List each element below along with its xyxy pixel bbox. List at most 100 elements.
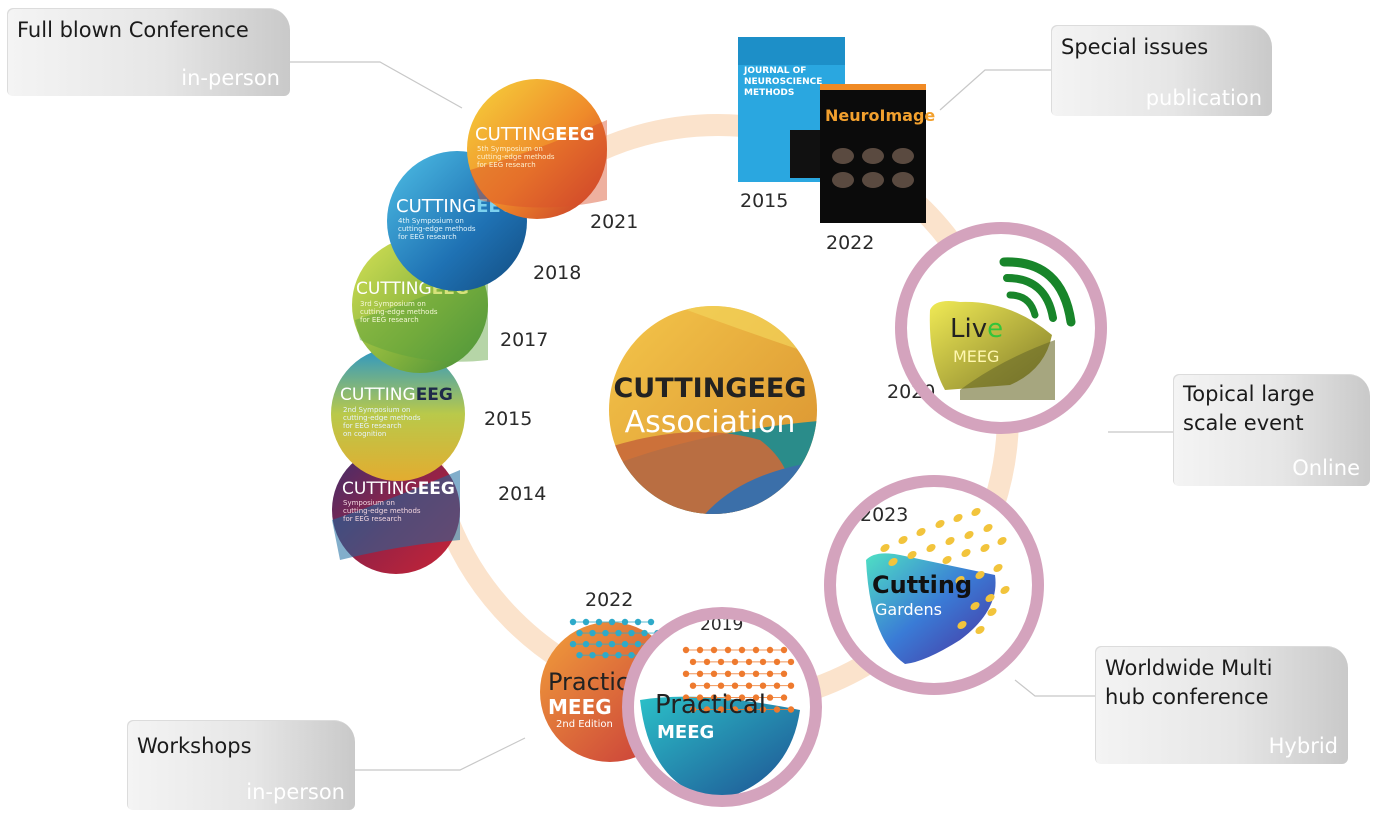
garden-leaf [898, 535, 908, 545]
journal-jnm-name-2: NEUROSCIENCE [744, 77, 822, 87]
garden-leaf [942, 555, 952, 565]
garden-leaf [888, 557, 898, 567]
symposium-2015-brand-a: CUTTING [340, 385, 416, 405]
garden-leaf [964, 530, 974, 540]
symposium-2021-brand-b: EEG [555, 124, 594, 145]
garden-leaf [993, 563, 1003, 573]
practical-2019-word-a: Practical [655, 690, 766, 720]
category-workshops-subtitle: in-person [246, 780, 345, 804]
journal-cover-neuroimage: NeuroImage 2022 [820, 84, 935, 254]
garden-leaf [907, 550, 917, 560]
journal-neuroimage-name: NeuroImage [825, 106, 935, 125]
category-conference-subtitle: in-person [181, 66, 280, 90]
network-node [787, 658, 795, 666]
category-box-topical: Topical large scale event Online [1173, 374, 1370, 486]
svg-text:JOURNAL OF NEUROSCIENCE: JOURNAL OF NEUROSCIENCE METHODS [743, 66, 826, 98]
network-node [787, 682, 795, 689]
symposium-2021-desc-1: 5th Symposium on [477, 145, 543, 153]
garden-leaf [975, 625, 985, 635]
symposium-2015: CUTTINGEEG 2nd Symposium on cutting-edge… [331, 347, 532, 481]
live-meeg-logo: Live MEEG 2020 [887, 222, 1107, 434]
category-special-issues-title: Special issues [1061, 35, 1209, 59]
garden-leaf [971, 507, 981, 517]
symposium-2018-desc-3: for EEG research [398, 233, 457, 241]
network-node [780, 694, 788, 701]
symposium-2015-desc-1: 2nd Symposium on [343, 406, 410, 414]
year-2023: 2023 [860, 504, 908, 526]
svg-text:Symposium on cutting-edg: Symposium on cutting-edge methods for EE… [343, 499, 423, 523]
network-node [780, 670, 788, 677]
symposium-2015-desc-3: for EEG research [343, 422, 402, 430]
connector-lines [290, 61, 1175, 771]
symposium-2014: CUTTINGEEG Symposium on cutting-edge met… [332, 446, 546, 574]
symposium-2017-desc-3: for EEG research [360, 316, 419, 324]
svg-text:5th Symposium on cutting: 5th Symposium on cutting-edge methods fo… [477, 145, 557, 169]
practical-2019-word-b: MEEG [657, 722, 714, 743]
symposium-2014-desc-1: Symposium on [343, 499, 395, 507]
symposium-2018-desc-1: 4th Symposium on [398, 217, 464, 225]
cutting-gardens-word-a: Cutting [872, 571, 972, 599]
year-2015-journal: 2015 [740, 190, 788, 212]
live-meeg-word-c: MEEG [953, 347, 999, 366]
symposium-2021-desc-3: for EEG research [477, 161, 536, 169]
symposium-2015-desc-4: on cognition [343, 430, 386, 438]
svg-text:4th Symposium on cutting: 4th Symposium on cutting-edge methods fo… [398, 217, 478, 241]
symposium-2014-desc-3: for EEG research [343, 515, 402, 523]
garden-leaf [916, 527, 926, 537]
garden-leaf [985, 593, 995, 603]
symposium-2014-brand-b: EEG [418, 479, 455, 499]
network-node [780, 646, 788, 654]
category-worldwide-title-line1: Worldwide Multi [1105, 656, 1273, 680]
symposium-2015-desc-2: cutting-edge methods [343, 414, 421, 422]
journal-jnm-name-3: METHODS [744, 88, 794, 98]
category-box-worldwide: Worldwide Multi hub conference Hybrid [1095, 646, 1348, 764]
garden-leaf [953, 513, 963, 523]
category-box-special-issues: Special issues publication [1051, 25, 1272, 116]
practical-2022-word-b: MEEG [548, 695, 612, 719]
year-2014: 2014 [498, 483, 546, 505]
year-2017: 2017 [500, 329, 548, 351]
cutting-gardens-logo: Cutting Gardens 2023 [824, 475, 1044, 695]
garden-leaf [980, 543, 990, 553]
year-2018: 2018 [533, 262, 581, 284]
category-box-conference: Full blown Conference in-person [7, 8, 290, 96]
garden-leaf [1000, 585, 1010, 595]
symposium-2018-brand-a: CUTTING [396, 196, 476, 217]
garden-leaf [945, 536, 955, 546]
svg-text:CUTTINGEEG: CUTTINGEEG [475, 124, 595, 145]
category-worldwide-title-line2: hub conference [1105, 685, 1269, 709]
category-conference-title: Full blown Conference [17, 18, 249, 42]
symposium-2017-brand-a: CUTTING [356, 279, 432, 299]
center-logo: CUTTINGEEG Association [609, 306, 817, 514]
category-worldwide-subtitle: Hybrid [1268, 734, 1338, 758]
symposium-2014-desc-2: cutting-edge methods [343, 507, 421, 515]
garden-leaf [997, 536, 1007, 546]
year-2022-practical: 2022 [585, 589, 633, 611]
garden-leaf [935, 519, 945, 529]
svg-text:CUTTINGEEG: CUTTINGEEG [342, 479, 455, 499]
symposium-2017-desc-1: 3rd Symposium on [360, 300, 426, 308]
garden-leaf [880, 543, 890, 553]
garden-leaf [957, 620, 967, 630]
live-meeg-word-a: Liv [950, 314, 987, 344]
category-workshops-title: Workshops [137, 734, 252, 758]
year-2019: 2019 [700, 615, 743, 635]
garden-leaf [975, 570, 985, 580]
svg-text:CUTTINGEEG: CUTTINGEEG [340, 385, 453, 405]
category-topical-title-line1: Topical large [1183, 382, 1315, 406]
symposium-2017-desc-2: cutting-edge methods [360, 308, 438, 316]
category-topical-title: Topical large scale event [1183, 380, 1314, 438]
garden-leaf [926, 543, 936, 553]
symposium-2021: CUTTINGEEG 5th Symposium on cutting-edge… [467, 79, 638, 233]
garden-leaf [987, 607, 997, 617]
practical-meeg-2019: 2019 Practical MEEG [622, 607, 822, 807]
year-2022-journal: 2022 [826, 232, 874, 254]
symposium-2018-desc-2: cutting-edge methods [398, 225, 476, 233]
year-2015-symposium: 2015 [484, 408, 532, 430]
category-topical-subtitle: Online [1292, 456, 1360, 480]
svg-text:Live: Live [950, 314, 1003, 344]
symposium-2021-desc-2: cutting-edge methods [477, 153, 555, 161]
center-logo-line1: CUTTINGEEG [613, 373, 806, 404]
category-special-issues-subtitle: publication [1145, 86, 1262, 110]
